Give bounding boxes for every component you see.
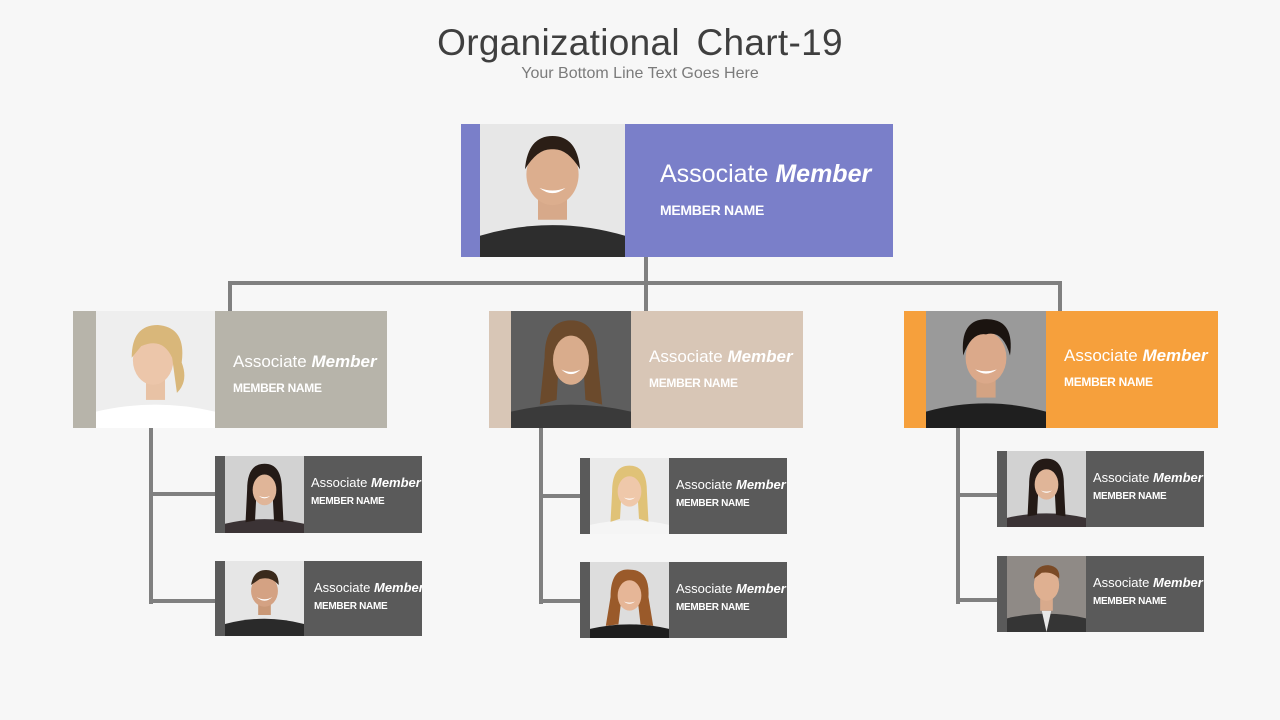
org-node-left-child-1: Associate Member MEMBER NAME	[215, 456, 422, 533]
member-photo	[480, 124, 625, 257]
member-name: MEMBER NAME	[1093, 491, 1167, 502]
member-photo	[96, 311, 215, 428]
connector-left-c1	[149, 492, 216, 496]
page-subtitle: Your Bottom Line Text Goes Here	[521, 65, 759, 82]
role-label: Associate Member	[314, 580, 422, 595]
connector-left-trunk	[149, 427, 153, 604]
role-label: Associate Member	[1093, 575, 1203, 590]
member-name: MEMBER NAME	[676, 498, 750, 509]
connector-right-trunk	[956, 427, 960, 604]
member-name: MEMBER NAME	[1093, 596, 1167, 607]
org-node-center: Associate Member MEMBER NAME	[489, 311, 803, 428]
connector-center-c1	[539, 494, 581, 498]
member-name: MEMBER NAME	[649, 376, 738, 390]
connector-center-trunk	[539, 427, 543, 604]
node-text: Associate Member MEMBER NAME	[304, 456, 422, 533]
accent-strip	[461, 124, 480, 257]
connector-right-c2	[956, 598, 998, 602]
page-title: Organizational Chart-19	[437, 22, 843, 63]
role-label: Associate Member	[660, 160, 872, 188]
accent-strip	[580, 562, 590, 638]
accent-strip	[215, 456, 225, 533]
connector-to-left	[228, 281, 232, 312]
member-photo	[225, 456, 304, 533]
org-node-left: Associate Member MEMBER NAME	[73, 311, 387, 428]
member-photo	[590, 562, 669, 638]
connector-to-center	[644, 281, 648, 312]
node-text: Associate Member MEMBER NAME	[1086, 556, 1204, 632]
member-photo	[511, 311, 631, 428]
role-label: Associate Member	[311, 475, 421, 490]
connector-top-down	[644, 256, 648, 284]
node-text: Associate Member MEMBER NAME	[1086, 451, 1204, 527]
node-text: Associate Member MEMBER NAME	[215, 311, 387, 428]
accent-strip	[489, 311, 511, 428]
node-text: Associate Member MEMBER NAME	[1046, 311, 1218, 428]
org-node-right-child-1: Associate Member MEMBER NAME	[997, 451, 1204, 527]
role-label: Associate Member	[649, 347, 793, 366]
member-name: MEMBER NAME	[1064, 375, 1153, 389]
member-name: MEMBER NAME	[660, 202, 765, 218]
connector-left-c2	[149, 599, 216, 603]
member-photo	[926, 311, 1046, 428]
accent-strip	[73, 311, 96, 428]
accent-strip	[580, 458, 590, 534]
org-node-center-child-2: Associate Member MEMBER NAME	[580, 562, 787, 638]
org-node-left-child-2: Associate Member MEMBER NAME	[215, 561, 422, 636]
member-photo	[1007, 556, 1086, 632]
role-label: Associate Member	[1064, 346, 1208, 365]
connector-right-c1	[956, 493, 998, 497]
role-label: Associate Member	[233, 352, 377, 371]
member-photo	[590, 458, 669, 534]
org-node-right: Associate Member MEMBER NAME	[904, 311, 1218, 428]
role-label: Associate Member	[1093, 470, 1203, 485]
accent-strip	[997, 451, 1007, 527]
org-node-top: Associate Member MEMBER NAME	[461, 124, 893, 257]
connector-center-c2	[539, 599, 581, 603]
node-text: Associate Member MEMBER NAME	[625, 124, 893, 257]
member-name: MEMBER NAME	[233, 381, 322, 395]
member-photo	[1007, 451, 1086, 527]
org-node-right-child-2: Associate Member MEMBER NAME	[997, 556, 1204, 632]
accent-strip	[215, 561, 225, 636]
org-node-center-child-1: Associate Member MEMBER NAME	[580, 458, 787, 534]
accent-strip	[904, 311, 926, 428]
member-name: MEMBER NAME	[314, 601, 388, 612]
role-label: Associate Member	[676, 477, 786, 492]
member-name: MEMBER NAME	[676, 602, 750, 613]
node-text: Associate Member MEMBER NAME	[669, 458, 787, 534]
node-text: Associate Member MEMBER NAME	[631, 311, 803, 428]
connector-to-right	[1058, 281, 1062, 312]
node-text: Associate Member MEMBER NAME	[669, 562, 787, 638]
member-photo	[225, 561, 304, 636]
node-text: Associate Member MEMBER NAME	[304, 561, 422, 636]
member-name: MEMBER NAME	[311, 496, 385, 507]
role-label: Associate Member	[676, 581, 786, 596]
accent-strip	[997, 556, 1007, 632]
